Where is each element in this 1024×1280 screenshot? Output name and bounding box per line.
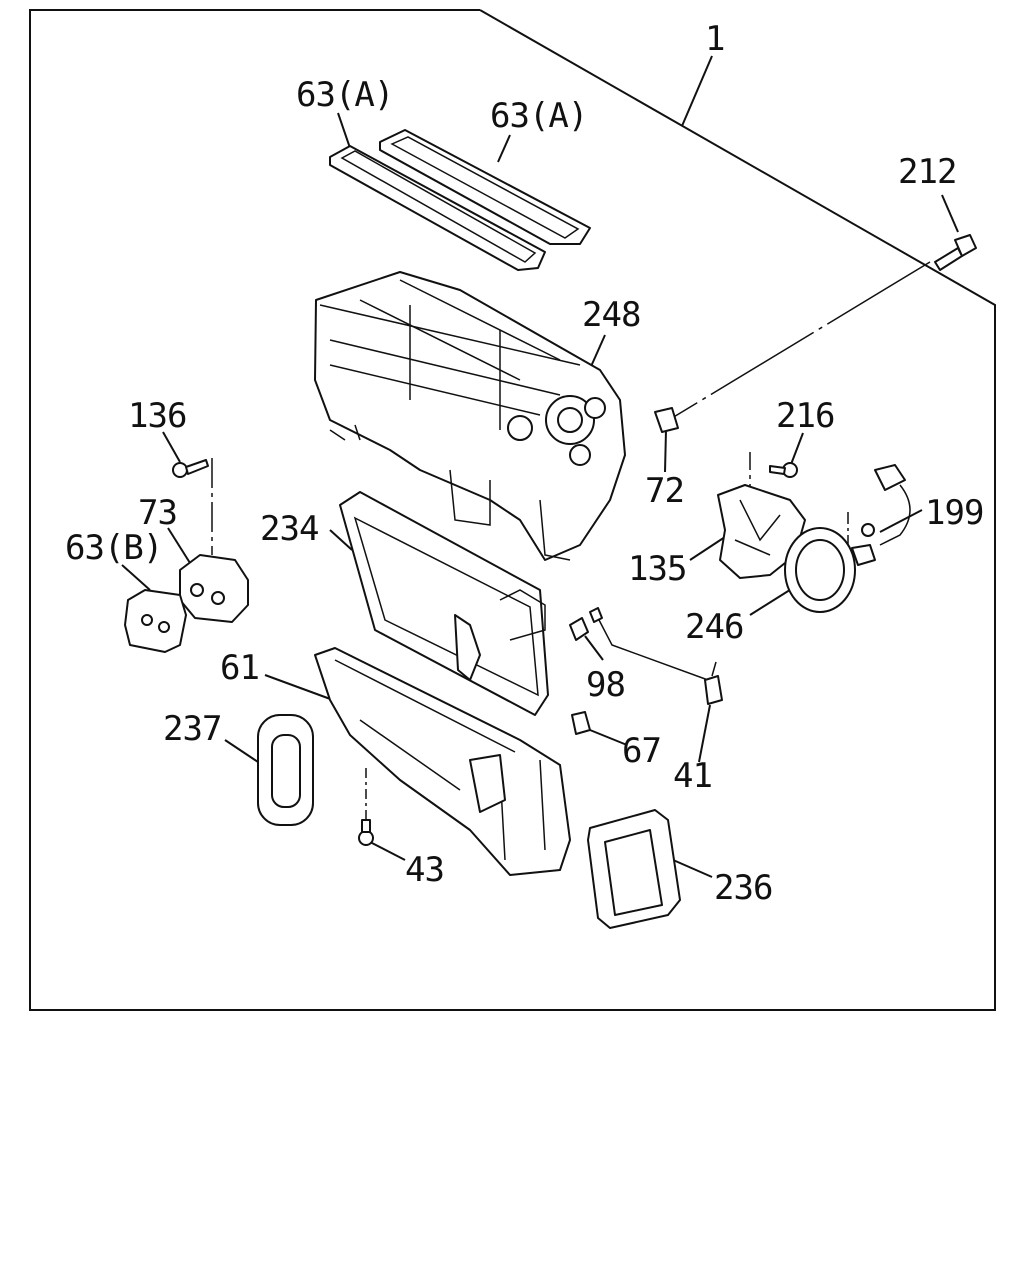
label-43: 43 [405,850,444,890]
label-1: 1 [705,19,724,59]
label-98: 98 [586,665,625,705]
frame-236 [587,809,681,929]
label-236: 236 [714,868,772,908]
label-72: 72 [645,471,684,511]
seal-237 [257,714,314,826]
unit-housing-248 [314,271,626,561]
seal-73 [179,554,249,623]
label-63a-rear: 63(A) [490,96,587,136]
seal-63b [124,589,187,653]
label-212: 212 [898,152,956,192]
lower-case-61 [314,647,571,876]
bolt-212 [934,234,977,271]
evaporator-234 [339,491,549,716]
connector-199 [861,464,911,546]
clip-72 [654,407,679,433]
label-135: 135 [628,549,686,589]
label-237: 237 [163,709,221,749]
seal-63a-front [329,145,546,271]
label-41: 41 [673,756,712,796]
part-labels: 1 63(A) 63(A) 212 248 136 216 72 73 234 … [65,19,984,908]
label-73: 73 [138,493,177,533]
label-234: 234 [260,509,318,549]
label-199: 199 [925,493,983,533]
clip-67 [571,711,591,735]
screw-43 [358,819,374,846]
actuator-135 [717,484,806,579]
label-136: 136 [128,396,186,436]
label-63a-front: 63(A) [296,75,393,115]
diagram-frame [29,9,996,1011]
label-63b: 63(B) [65,528,162,568]
label-67: 67 [622,731,661,771]
motor-246 [784,527,876,613]
clip-98 [569,607,603,641]
label-246: 246 [685,607,743,647]
label-216: 216 [776,396,834,436]
seal-63a-rear [379,129,591,245]
sensor-41 [704,661,723,705]
bolt-136 [172,459,209,478]
label-248: 248 [582,295,640,335]
label-61: 61 [220,648,259,688]
bolt-216 [769,462,798,478]
